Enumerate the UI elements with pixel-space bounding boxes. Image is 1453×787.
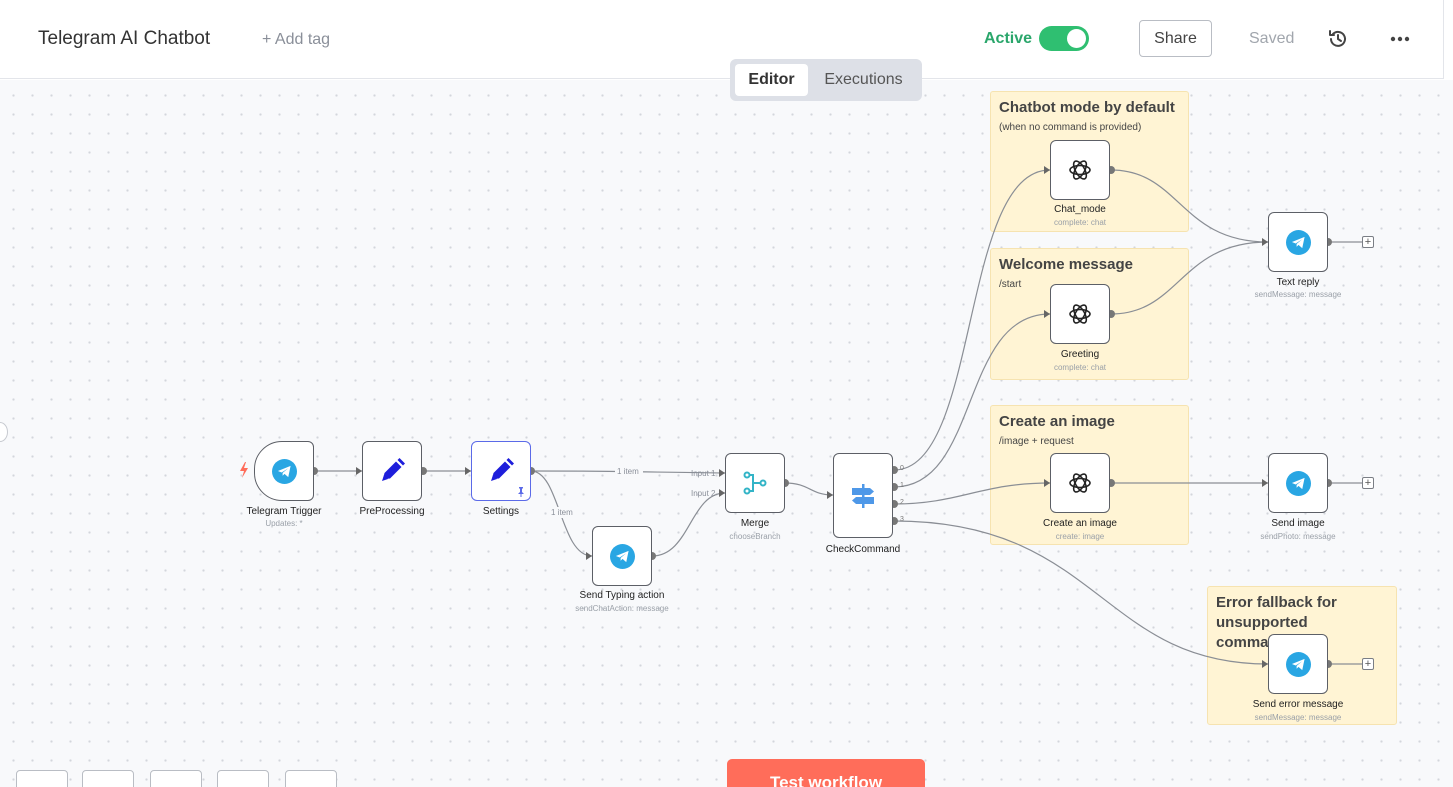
sticky-title: Chatbot mode by default <box>999 99 1175 116</box>
node-label: Send image <box>1271 518 1325 529</box>
node-label: Text reply <box>1276 277 1320 288</box>
node-sublabel: complete: chat <box>1053 218 1107 227</box>
node-preprocessing[interactable] <box>362 441 422 501</box>
header-divider <box>1443 0 1444 79</box>
node-label: Merge <box>740 518 770 529</box>
sticky-title: Welcome message <box>999 256 1133 273</box>
node-telegram-trigger[interactable] <box>254 441 314 501</box>
zoom-in-button[interactable] <box>82 770 134 787</box>
openai-icon <box>1069 160 1091 180</box>
sticky-subtitle: /image + request <box>999 436 1074 447</box>
more-options-icon[interactable] <box>1388 27 1412 51</box>
add-node-plus-icon[interactable]: + <box>1362 658 1374 670</box>
zoom-to-fit-button[interactable] <box>16 770 68 787</box>
node-sublabel: create: image <box>1055 532 1105 541</box>
telegram-icon <box>1285 470 1311 496</box>
node-label: Telegram Trigger <box>246 506 322 517</box>
node-label: Send error message <box>1252 699 1344 710</box>
telegram-icon <box>1285 229 1311 255</box>
pencil-icon <box>382 458 405 481</box>
node-label: Greeting <box>1060 349 1100 360</box>
tab-executions[interactable]: Executions <box>824 71 903 88</box>
add-tag-button[interactable]: + Add tag <box>262 31 331 48</box>
node-label: Send Typing action <box>579 590 665 601</box>
port-label-3: 3 <box>900 516 904 523</box>
openai-icon <box>1069 473 1091 493</box>
port-label-1: 1 <box>900 482 904 489</box>
toggle-knob <box>1067 29 1086 48</box>
node-sublabel: sendChatAction: message <box>575 604 669 613</box>
node-settings[interactable] <box>471 441 531 501</box>
zoom-out-button[interactable] <box>150 770 202 787</box>
node-greeting[interactable] <box>1050 284 1110 344</box>
reset-zoom-button[interactable] <box>217 770 269 787</box>
node-label: Chat_mode <box>1054 204 1106 215</box>
node-sublabel: Updates: * <box>265 519 303 528</box>
workflow-title[interactable]: Telegram AI Chatbot <box>38 28 211 49</box>
node-checkcommand[interactable] <box>833 453 893 538</box>
node-sublabel: complete: chat <box>1053 363 1107 372</box>
node-send-image[interactable] <box>1268 453 1328 513</box>
share-button[interactable]: Share <box>1139 20 1212 57</box>
pencil-icon <box>491 458 514 481</box>
telegram-icon <box>1285 651 1311 677</box>
telegram-icon <box>609 543 635 569</box>
saved-status: Saved <box>1249 30 1295 47</box>
tidy-up-button[interactable] <box>285 770 337 787</box>
node-send-error-message[interactable] <box>1268 634 1328 694</box>
active-label: Active <box>984 30 1033 47</box>
switch-icon <box>852 483 874 508</box>
port-label-0: 0 <box>900 465 904 472</box>
node-create-image[interactable] <box>1050 453 1110 513</box>
node-sublabel: sendMessage: message <box>1254 713 1342 722</box>
telegram-icon <box>271 458 297 484</box>
node-sublabel: chooseBranch <box>729 532 781 541</box>
node-sublabel: sendPhoto: message <box>1260 532 1336 541</box>
history-icon[interactable] <box>1326 27 1350 51</box>
test-workflow-button[interactable]: Test workflow <box>727 759 925 787</box>
merge-icon <box>743 471 767 495</box>
node-sublabel: sendMessage: message <box>1254 290 1342 299</box>
node-label: CheckCommand <box>825 544 901 555</box>
tab-editor[interactable]: Editor <box>735 64 808 96</box>
sticky-subtitle: (when no command is provided) <box>999 122 1142 133</box>
node-chat-mode[interactable] <box>1050 140 1110 200</box>
openai-icon <box>1069 304 1091 324</box>
node-merge[interactable] <box>725 453 785 513</box>
pin-icon <box>518 487 524 497</box>
node-label: Settings <box>482 506 520 517</box>
test-workflow-label: Test workflow <box>769 773 883 787</box>
top-bar: Telegram AI Chatbot + Add tag Active Sha… <box>0 0 1443 79</box>
view-tabs: Editor Executions <box>730 59 922 101</box>
node-text-reply[interactable] <box>1268 212 1328 272</box>
node-send-typing-action[interactable] <box>592 526 652 586</box>
active-toggle[interactable] <box>1039 26 1089 51</box>
node-label: PreProcessing <box>359 506 425 517</box>
sticky-title: Create an image <box>999 413 1115 430</box>
node-label: Create an image <box>1043 518 1117 529</box>
trigger-bolt-icon <box>239 462 249 478</box>
port-label-2: 2 <box>900 499 904 506</box>
add-node-plus-icon[interactable]: + <box>1362 477 1374 489</box>
add-node-plus-icon[interactable]: + <box>1362 236 1374 248</box>
